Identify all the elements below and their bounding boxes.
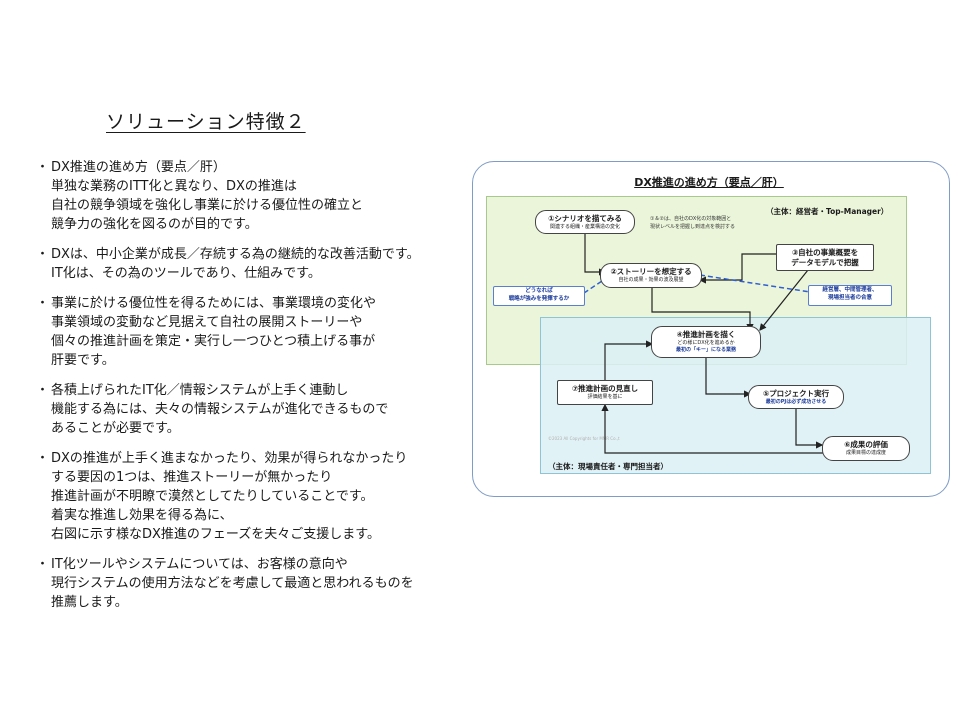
bullet-mark: ・ [36,247,50,262]
dashed-right-link [699,274,811,293]
bullet-text: 各積上げられたIT化／情報システムが上手く連動し [51,383,349,398]
step-5-project: ⑤プロジェクト実行 最初のPJは必ず成功させる [748,385,844,409]
bullet-system-evolution: ・各積上げられたIT化／情報システムが上手く連動し 機能する為には、夫々の情報シ… [36,381,468,438]
bullet-list: ・DX推進の進め方（要点／肝） 単独な業務のITT化と異なり、DXの推進は 自社… [36,158,468,623]
bullet-mark: ・ [36,557,50,572]
arrow-4-to-5 [705,355,752,398]
step-7-review: ⑦推進計画の見直し 評価結果を基に [557,380,653,405]
arrow-3-to-2 [698,253,778,284]
bullet-mark: ・ [36,383,50,398]
bullet-text: する要因の1つは、推進ストーリーが無かったり [51,470,333,485]
arrow-1-to-2 [584,232,607,276]
bullet-text: DX推進の進め方（要点／肝） [51,160,226,175]
bullet-text: IT化ツールやシステムについては、お客様の意向や [51,557,348,572]
bullet-text: 現行システムの使用方法などを考慮して最適と思われるものを [51,576,414,591]
diagram-title: DX推進の進め方（要点／肝） [634,176,784,189]
bullet-text: 右図に示す様なDX推進のフェーズを夫々ご支援します。 [51,527,380,542]
bullet-text: 競争力の強化を図るのが目的です。 [51,217,258,232]
arrow-6-to-7 [601,403,825,454]
stakeholder-agreement-callout: 経営層、中間管理者、 現場担当者の合意 [808,285,892,306]
bullet-text: 個々の推進計画を策定・実行し一つひとつ積上げる事が [51,334,376,349]
bullet-tool-recommendation: ・IT化ツールやシステムについては、お客様の意向や 現行システムの使用方法などを… [36,555,468,612]
bullet-text: 肝要です。 [51,353,115,368]
arrow-5-to-6 [795,407,824,449]
bullet-competitive-advantage: ・事業に於ける優位性を得るためには、事業環境の変化や 事業領域の変動など見据えて… [36,294,468,370]
bullet-failure-causes: ・DXの推進が上手く進まなかったり、効果が得られなかったり する要因の1つは、推… [36,449,468,544]
bullet-text: 事業領域の変動など見据えて自社の展開ストーリーや [51,315,363,330]
bullet-text: 事業に於ける優位性を得るためには、事業環境の変化や [51,296,377,311]
bullet-mark: ・ [36,451,50,466]
management-owner-label: （主体：経営者・Top-Manager） [766,207,889,216]
step-4-plan: ④推進計画を描く どの様にDX化を進めるか 最初の「キー」になる業務 [651,326,761,358]
arrow-3-to-4 [759,269,809,331]
bullet-text: あることが必要です。 [51,421,180,436]
step-3-data-model: ③自社の事業概要を データモデルで把握 [776,244,874,271]
step-6-evaluation: ⑥成果の評価 成果目標の達成度 [822,436,910,461]
bullet-continuous-improvement: ・DXは、中小企業が成長／存続する為の継続的な改善活動です。 IT化は、その為の… [36,245,468,283]
bullet-mark: ・ [36,160,50,175]
bullet-text: IT化は、その為のツールであり、仕組みです。 [51,266,321,281]
copyright-text: ©2023 All Copyrights for MMR Co.,t [548,436,620,441]
slide-title: ソリューション特徴２ [106,111,306,133]
bullet-dx-approach: ・DX推進の進め方（要点／肝） 単独な業務のITT化と異なり、DXの推進は 自社… [36,158,468,234]
bullet-text: 着実な推進し効果を得る為に、 [51,508,233,523]
step-2-story: ②ストーリーを想定する 自社の成果・効果の波及展望 [600,263,702,288]
bullet-text: DXは、中小企業が成長／存続する為の継続的な改善活動です。 [51,247,420,262]
arrow-7-to-4 [604,340,654,382]
scope-note: ①＆②は、自社のDX化の対象範囲と 現状レベルを把握し到達点を検討する [650,216,736,230]
bullet-text: 推進計画が不明瞭で漠然としてたりしていることです。 [51,489,374,504]
bullet-text: 自社の競争領域を強化し事業に於ける優位性の確立と [51,198,364,213]
bullet-text: DXの推進が上手く進まなかったり、効果が得られなかったり [51,451,408,466]
bullet-text: 機能する為には、夫々の情報システムが進化できるもので [51,402,389,417]
step-1-scenario: ①シナリオを描てみる 関連する組織・産業構造の変化 [535,210,635,234]
arrow-2-to-4 [651,285,754,332]
bullet-text: 単独な業務のITT化と異なり、DXの推進は [51,179,297,194]
bullet-text: 推薦します。 [51,595,128,610]
field-owner-label: （主体：現場責任者・専門担当者） [548,462,668,471]
bullet-mark: ・ [36,296,50,311]
strategy-strength-callout: どうなれば 戦略が強みを発揮するか [493,286,585,306]
